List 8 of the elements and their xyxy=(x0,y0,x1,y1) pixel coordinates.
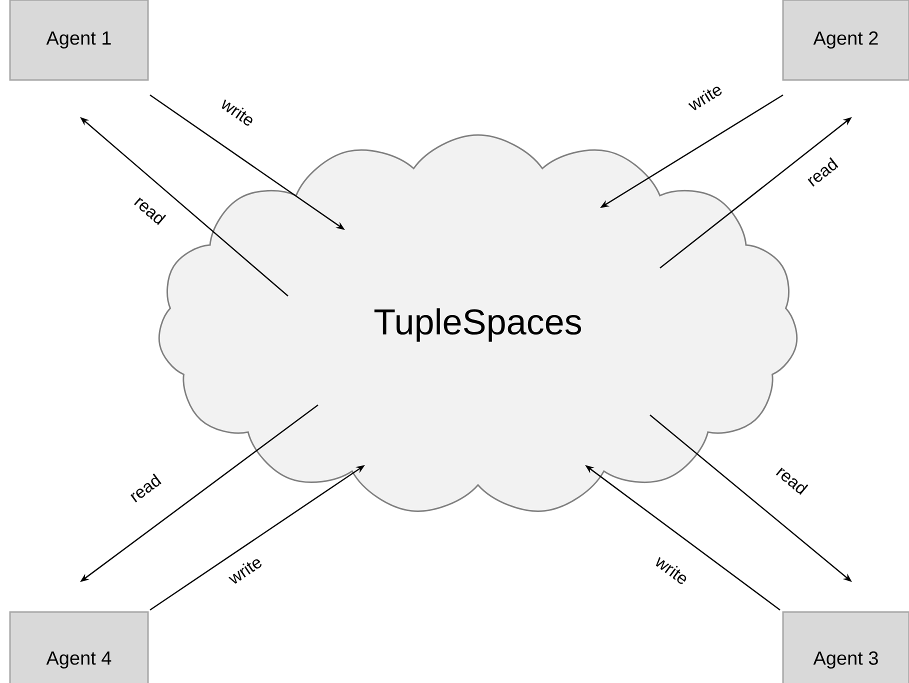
edge-label: write xyxy=(222,99,252,126)
edge-label: write xyxy=(656,556,686,584)
agent-box: Agent 4 xyxy=(9,611,149,683)
agent-box: Agent 3 xyxy=(782,611,909,683)
agent-box: Agent 1 xyxy=(9,0,149,81)
agent-box: Agent 2 xyxy=(782,0,909,81)
edge-label: write xyxy=(688,86,722,110)
edge-label: write xyxy=(228,559,262,584)
